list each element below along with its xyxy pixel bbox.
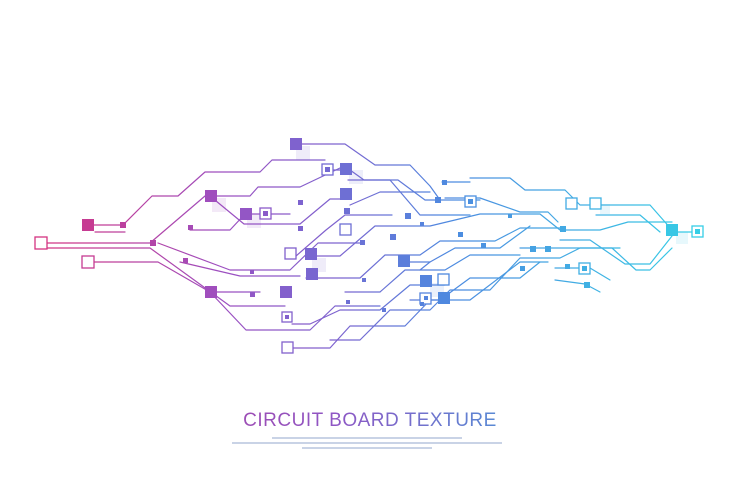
circuit-pad: [382, 308, 386, 312]
circuit-pad: [339, 223, 352, 236]
circuit-pad: [280, 286, 292, 298]
circuit-pad: [298, 226, 303, 231]
circuit-trace: [559, 235, 673, 265]
circuit-trace: [347, 179, 471, 216]
circuit-pad: [205, 286, 217, 298]
circuit-pad: [305, 248, 317, 260]
illustration-title: CIRCUIT BOARD TEXTURE: [0, 410, 740, 432]
circuit-pad: [34, 236, 48, 250]
circuit-pad: [150, 240, 156, 246]
fine-print-line: [232, 447, 502, 449]
circuit-pad: [284, 247, 297, 260]
circuit-trace: [87, 159, 326, 226]
circuit-pad: [589, 197, 602, 210]
circuit-pad: [362, 278, 366, 282]
circuit-pad: [435, 197, 441, 203]
circuit-pad: [420, 302, 424, 306]
circuit-trace: [39, 167, 341, 244]
circuit-pad: [560, 226, 566, 232]
circuit-pad: [565, 197, 578, 210]
circuit-pad: [458, 232, 463, 237]
circuit-pad: [285, 315, 289, 319]
circuit-trace: [179, 261, 301, 277]
circuit-trace: [519, 247, 673, 271]
circuit-pad: [508, 214, 512, 218]
circuit-pad: [545, 246, 551, 252]
circuit-pad-shadow: [600, 204, 610, 214]
circuit-pad: [82, 219, 94, 231]
circuit-pad: [120, 222, 126, 228]
circuit-trace: [599, 204, 673, 231]
circuit-pad: [263, 211, 268, 216]
circuit-pad: [582, 266, 587, 271]
circuit-pad: [468, 199, 473, 204]
circuit-trace: [209, 291, 381, 331]
circuit-pad: [398, 255, 410, 267]
circuit-pad: [530, 246, 536, 252]
circuit-pad: [281, 341, 294, 354]
circuit-traces: [39, 143, 699, 349]
circuit-pad: [520, 266, 525, 271]
circuit-pad-shadow: [676, 232, 688, 244]
circuit-pad: [188, 225, 193, 230]
circuit-trace: [157, 242, 361, 271]
circuit-pad: [424, 296, 428, 300]
circuit-pad: [420, 222, 424, 226]
circuit-pad: [183, 258, 188, 263]
circuit-trace: [309, 213, 673, 257]
circuit-pad: [565, 264, 570, 269]
circuit-pad: [340, 188, 352, 200]
circuit-trace: [554, 279, 601, 293]
circuit-pad: [205, 190, 217, 202]
circuit-pad: [695, 229, 700, 234]
circuit-trace: [469, 177, 599, 206]
circuit-trace: [595, 214, 661, 233]
circuit-pad: [405, 213, 411, 219]
circuit-pad: [298, 200, 303, 205]
circuit-pads: [34, 138, 704, 354]
circuit-pad: [437, 273, 450, 286]
circuit-trace: [305, 227, 561, 279]
circuit-pad: [584, 282, 590, 288]
circuit-pad: [344, 208, 350, 214]
circuit-pad: [666, 224, 678, 236]
circuit-pad: [420, 275, 432, 287]
circuit-trace: [294, 143, 441, 201]
circuit-pad: [442, 180, 447, 185]
fine-print-line: [232, 437, 502, 439]
circuit-pad: [390, 234, 396, 240]
fine-print-line: [232, 442, 502, 444]
circuit-trace: [41, 247, 286, 307]
circuit-pad: [306, 268, 318, 280]
circuit-pad: [325, 167, 330, 172]
circuit-trace: [344, 254, 521, 293]
circuit-pad-shadow: [349, 170, 363, 184]
circuit-pad: [240, 208, 252, 220]
circuit-pad: [340, 163, 352, 175]
circuit-pad: [346, 300, 350, 304]
circuit-trace: [289, 261, 549, 349]
circuit-trace: [295, 214, 393, 257]
circuit-trace: [291, 284, 446, 325]
circuit-trace: [329, 247, 621, 341]
circuit-pad: [438, 292, 450, 304]
circuit-trace: [349, 191, 431, 206]
circuit-pad: [290, 138, 302, 150]
circuit-pad: [81, 255, 95, 269]
circuit-pad: [250, 270, 254, 274]
circuit-pad: [250, 292, 255, 297]
circuit-trace: [404, 225, 531, 263]
circuit-trace: [419, 261, 431, 271]
circuit-pad: [481, 243, 486, 248]
circuit-trace: [87, 261, 261, 293]
circuit-pad: [360, 240, 365, 245]
circuit-trace: [209, 195, 346, 225]
